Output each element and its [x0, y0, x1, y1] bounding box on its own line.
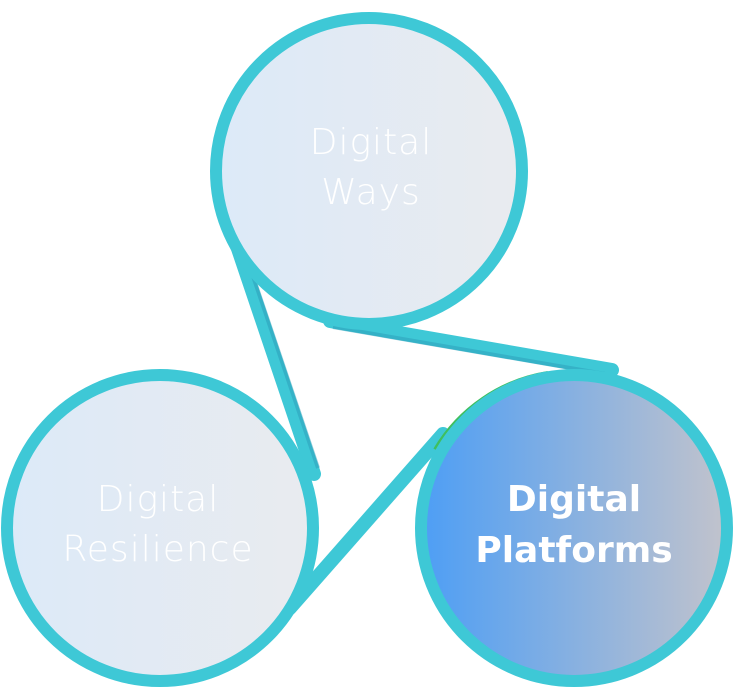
node-digital-ways-ring: [210, 12, 528, 330]
node-digital-resilience-line1: Digital: [97, 479, 220, 520]
node-digital-resilience-ring: [1, 369, 319, 687]
connector-resilience-platforms: [283, 427, 450, 615]
node-digital-ways[interactable]: Digital Ways: [210, 12, 528, 330]
node-digital-ways-line2: Ways: [321, 172, 420, 213]
node-digital-ways-line1: Digital: [310, 122, 433, 163]
node-digital-resilience[interactable]: Digital Resilience: [1, 369, 319, 687]
node-digital-platforms-ring: [415, 369, 733, 687]
node-digital-resilience-line2: Resilience: [62, 529, 253, 570]
node-digital-platforms-line2: Platforms: [475, 530, 672, 571]
node-digital-platforms-line1: Digital: [507, 479, 641, 520]
node-digital-platforms[interactable]: Digital Platforms: [415, 369, 733, 687]
